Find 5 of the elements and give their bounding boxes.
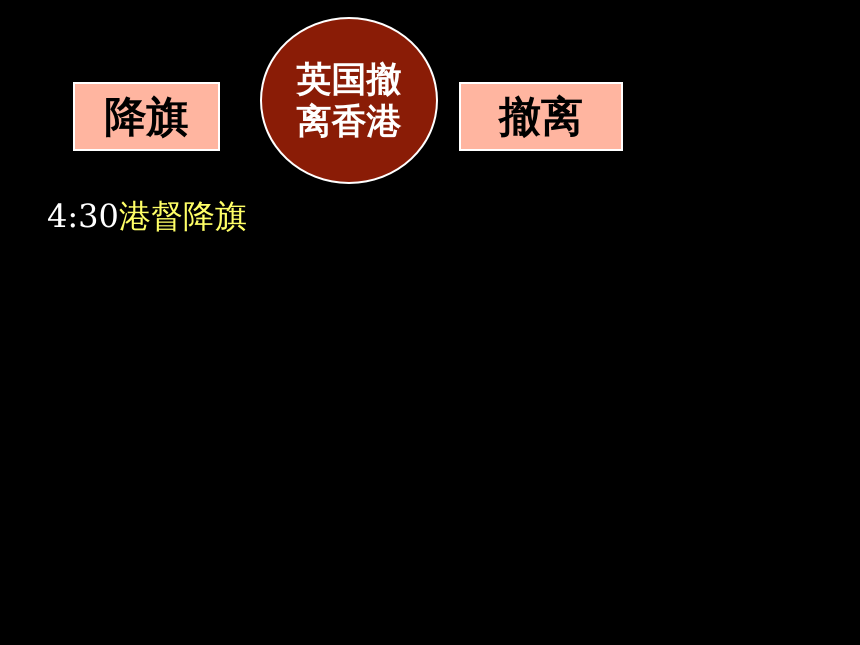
keyword-box: 撤离: [459, 82, 623, 151]
keyword-box: 降旗: [73, 82, 220, 151]
time-text: 4:30: [47, 196, 119, 236]
topic-circle: 英国撤离香港: [260, 17, 438, 184]
event-text: 港督降旗: [119, 196, 247, 236]
